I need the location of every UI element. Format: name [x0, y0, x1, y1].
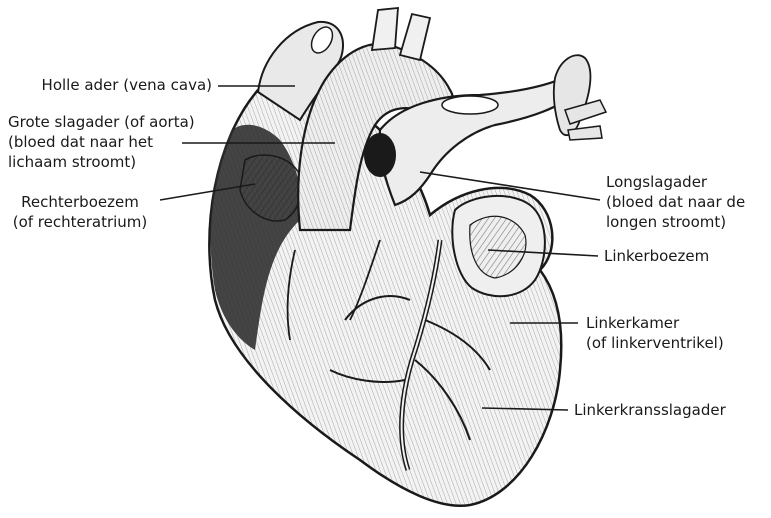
label-pulmonary-artery: Longslagader (bloed dat naar de longen s…: [606, 172, 766, 232]
aortic-branch-1: [372, 8, 398, 50]
label-coronary-artery: Linkerkransslagader: [574, 400, 764, 420]
label-right-atrium: Rechterboezem (of rechteratrium): [6, 192, 154, 232]
label-aorta: Grote slagader (of aorta) (bloed dat naa…: [8, 112, 228, 172]
label-left-atrium: Linkerboezem: [604, 246, 754, 266]
label-vena-cava: Holle ader (vena cava): [12, 75, 212, 95]
vessel-gap: [364, 133, 396, 177]
aortic-branch-2: [400, 14, 430, 60]
label-left-ventricle: Linkerkamer (of linkerventrikel): [586, 313, 766, 353]
